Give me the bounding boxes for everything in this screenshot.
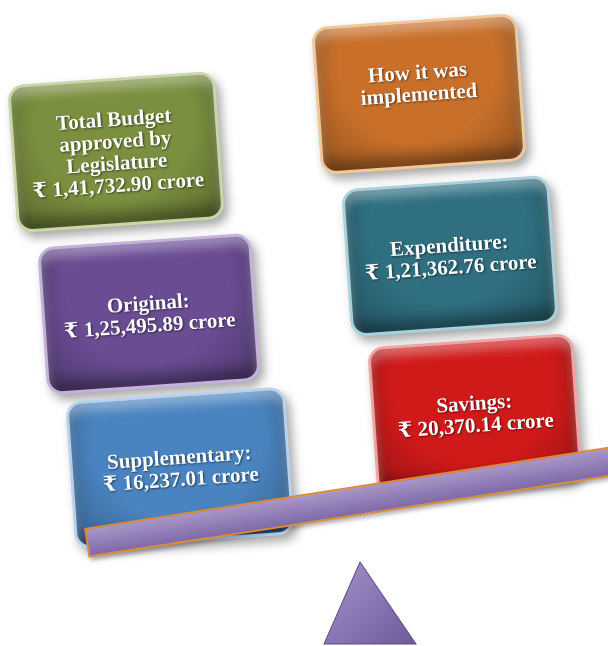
expenditure-box: Expenditure: ₹ 1,21,362.76 crore bbox=[341, 174, 559, 338]
how-implemented-box: How it was implemented bbox=[311, 12, 527, 176]
balance-fulcrum bbox=[323, 560, 417, 645]
total-budget-box: Total Budget approved by Legislature ₹ 1… bbox=[7, 70, 225, 234]
original-budget-box: Original: ₹ 1,25,495.89 crore bbox=[37, 232, 261, 396]
fulcrum-triangle bbox=[323, 560, 417, 645]
